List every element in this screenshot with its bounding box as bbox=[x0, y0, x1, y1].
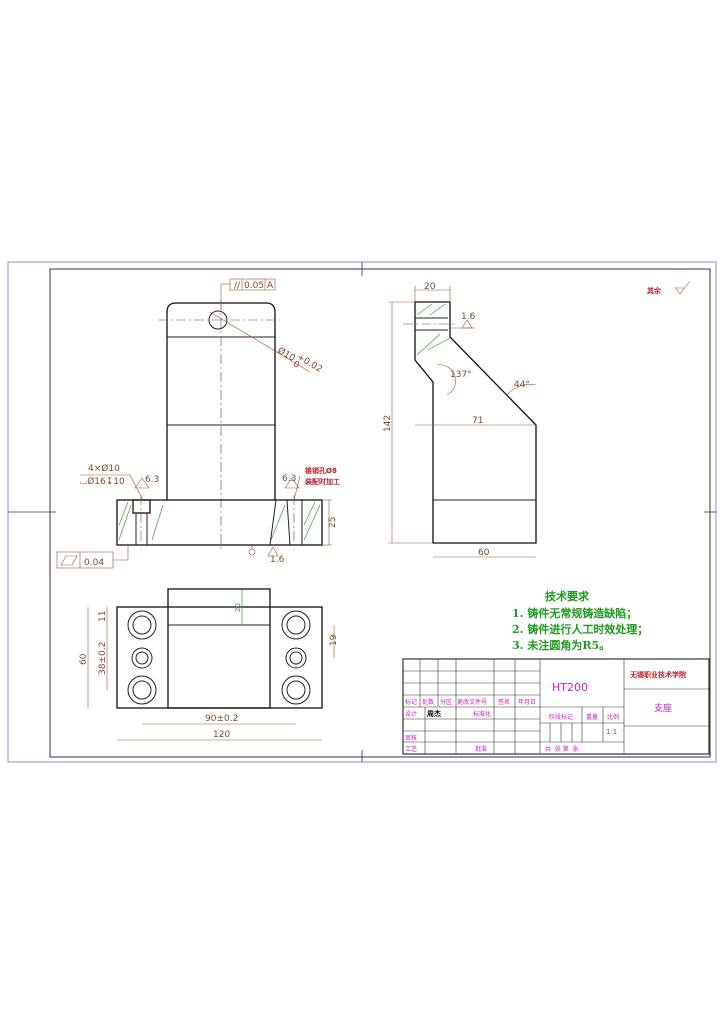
datum-label: A bbox=[267, 281, 274, 291]
hole-spacing-dim: 38±0.2 bbox=[98, 642, 108, 675]
designer-label: 设计 bbox=[405, 710, 417, 718]
centering-marks bbox=[8, 262, 716, 762]
tech-req-item: 1. 铸件无常规铸造缺陷； bbox=[512, 606, 637, 620]
tech-req-item: 2. 铸件进行人工时效处理； bbox=[512, 622, 648, 636]
header-count: 处数 bbox=[422, 698, 434, 706]
dim-19: 19 bbox=[329, 634, 339, 646]
title-block: HT200 无锡职业技术学院 支座 标记 处数 分区 更改文件号 签名 年月日 … bbox=[402, 658, 710, 755]
inner-frame bbox=[49, 268, 711, 758]
header-mark: 标记 bbox=[405, 698, 417, 706]
scale-value: 1:1 bbox=[606, 728, 617, 736]
parallelism-tolerance: 0.05 bbox=[244, 281, 264, 291]
parallel-symbol: // bbox=[234, 281, 241, 291]
designer-name: 周杰 bbox=[427, 709, 441, 718]
header-zone: 分区 bbox=[440, 698, 452, 706]
tech-req-title: 技术要求 bbox=[545, 589, 590, 603]
pin-hole-note: 锥销孔Ø8 bbox=[304, 466, 337, 475]
base-height-dim: 25 bbox=[328, 517, 338, 528]
dim-11: 11 bbox=[98, 611, 108, 622]
outer-border bbox=[7, 261, 717, 763]
general-roughness-label: 其余 bbox=[647, 286, 662, 295]
weight-label: 重量 bbox=[586, 713, 598, 721]
front-view: 25 // 0.05 A Ø10 +0.02 0 4×Ø10 ⌴Ø16↧10 6… bbox=[56, 278, 340, 569]
depth-dim: 60 bbox=[79, 653, 89, 665]
header-change-doc: 更改文件号 bbox=[457, 698, 487, 706]
holes-note: 4×Ø10 bbox=[88, 463, 120, 474]
pin-hole-note-assembly: 装配时加工 bbox=[304, 477, 340, 486]
counterbore-note: ⌴Ø16↧10 bbox=[80, 476, 125, 487]
hole-tol-lower: 0 bbox=[291, 359, 301, 371]
total-length-dim: 120 bbox=[213, 730, 230, 740]
review-label: 审核 bbox=[405, 734, 417, 742]
header-signature: 签名 bbox=[498, 698, 510, 706]
top-width-dim: 20 bbox=[424, 282, 436, 292]
height-dim: 142 bbox=[383, 415, 393, 432]
school-name: 无锡职业技术学院 bbox=[629, 670, 686, 679]
length-71-dim: 71 bbox=[472, 416, 483, 426]
side-roughness: 1.6 bbox=[461, 312, 476, 322]
standardization-label: 标准化 bbox=[473, 710, 491, 718]
scale-label: 比例 bbox=[607, 713, 619, 721]
angle-44: 44° bbox=[514, 380, 530, 390]
stage-label: 阶段标记 bbox=[549, 713, 573, 721]
raised-height-dim: 20 bbox=[234, 603, 242, 612]
roughness-left: 6.3 bbox=[145, 475, 159, 485]
roughness-bottom: 1.6 bbox=[270, 555, 285, 565]
process-label: 工艺 bbox=[405, 745, 417, 753]
header-date: 年月日 bbox=[518, 698, 536, 706]
side-view: 20 142 71 60 137° 44° 1.6 bbox=[383, 282, 537, 558]
angle-137: 137° bbox=[450, 370, 472, 380]
tech-req-item: 3. 未注圆角为R5。 bbox=[512, 638, 610, 652]
approve-label: 批准 bbox=[475, 745, 487, 753]
hole-pitch-dim: 90±0.2 bbox=[205, 714, 238, 724]
top-view: 20 60 11 38±0.2 19 90±0.2 120 bbox=[79, 588, 339, 741]
part-name: 支座 bbox=[654, 702, 672, 714]
sheets-label: 共 张 第 张 bbox=[545, 745, 579, 753]
roughness-right: 6.3 bbox=[282, 474, 296, 484]
technical-requirements: 技术要求 1. 铸件无常规铸造缺陷； 2. 铸件进行人工时效处理； 3. 未注圆… bbox=[512, 589, 648, 652]
roughness-symbol-icon bbox=[674, 280, 691, 295]
material: HT200 bbox=[552, 681, 588, 694]
base-width-dim: 60 bbox=[478, 548, 490, 558]
flatness-tolerance: 0.04 bbox=[84, 558, 104, 568]
